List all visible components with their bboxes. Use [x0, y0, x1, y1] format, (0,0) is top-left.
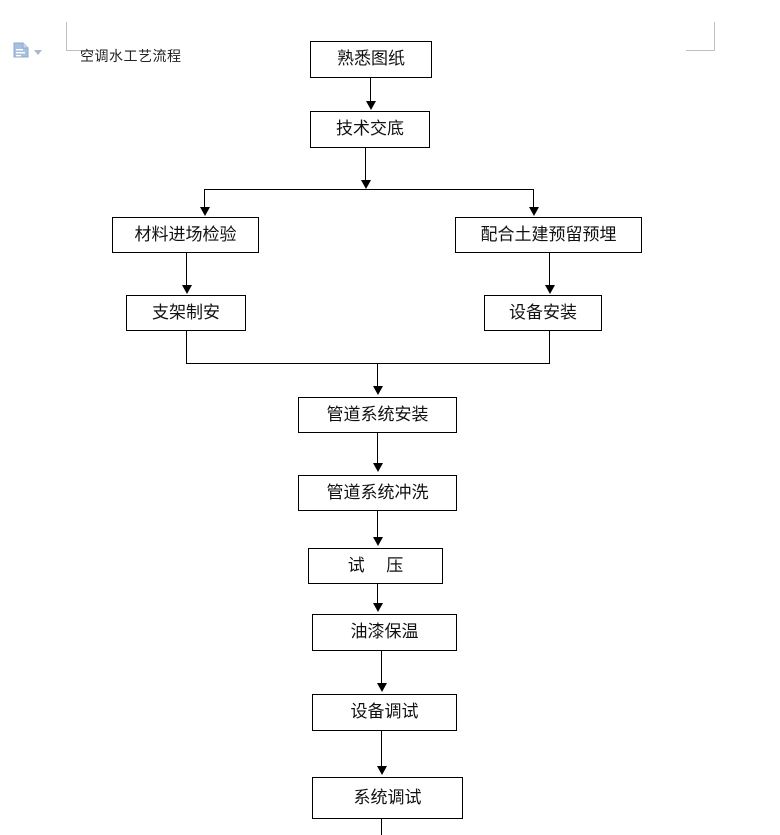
arrowhead-n4-n6: [545, 285, 555, 294]
flow-node-label: 熟悉图纸: [337, 49, 405, 69]
paste-options-caret-icon[interactable]: [34, 50, 42, 55]
page-margin-mark-top-right: [686, 22, 715, 51]
flow-node-label: 材料进场检验: [134, 224, 237, 245]
flow-node-material-entry-inspection[interactable]: 材料进场检验: [112, 217, 259, 253]
connector-n9-n10: [377, 584, 379, 604]
arrowhead-n2-split: [361, 180, 371, 189]
flow-node-technical-briefing[interactable]: 技术交底: [310, 111, 430, 148]
connector-n8-n9: [377, 511, 379, 538]
flow-node-label: 技术交底: [336, 119, 404, 139]
document-title: 空调水工艺流程: [80, 49, 182, 65]
arrowhead-n9-n10: [373, 603, 383, 612]
arrowhead-merge-n7: [373, 386, 383, 395]
connector-n10-n11: [381, 651, 383, 684]
flow-node-equipment-commissioning[interactable]: 设备调试: [312, 694, 457, 731]
flow-node-label: 系统调试: [353, 787, 422, 808]
connector-merge-n7: [377, 363, 379, 387]
flow-node-civil-works-embedding[interactable]: 配合土建预留预埋: [455, 217, 642, 253]
flow-node-familiarize-drawings[interactable]: 熟悉图纸: [310, 41, 432, 78]
flow-node-label: 管道系统冲洗: [326, 482, 429, 503]
connector-n1-n2: [370, 78, 372, 102]
flow-node-pressure-test[interactable]: 试 压: [308, 548, 443, 584]
arrowhead-n1-n2: [366, 101, 376, 110]
flow-node-bracket-fabrication[interactable]: 支架制安: [126, 295, 246, 331]
flow-node-pipe-system-flushing[interactable]: 管道系统冲洗: [298, 475, 457, 511]
split-bar-n2: [204, 189, 534, 191]
connector-n7-n8: [377, 433, 379, 464]
connector-n12-below: [381, 819, 383, 835]
connector-n6-merge: [549, 331, 551, 364]
connector-n4-n6: [549, 253, 551, 286]
connector-split-n3: [204, 189, 206, 208]
arrowhead-n7-n8: [373, 463, 383, 472]
arrowhead-n10-n11: [377, 683, 387, 692]
paste-document-icon[interactable]: [12, 42, 30, 62]
flow-node-system-commissioning[interactable]: 系统调试: [312, 777, 463, 819]
flow-node-paint-insulation[interactable]: 油漆保温: [312, 614, 457, 651]
merge-bar-n7: [186, 363, 550, 365]
flow-node-label: 试 压: [347, 555, 404, 576]
connector-n11-n12: [381, 731, 383, 767]
arrowhead-split-n4: [529, 207, 539, 216]
flow-node-equipment-installation[interactable]: 设备安装: [484, 295, 602, 331]
arrowhead-split-n3: [200, 207, 210, 216]
connector-n5-merge: [186, 331, 188, 364]
flow-node-label: 配合土建预留预埋: [480, 224, 617, 245]
flow-node-label: 油漆保温: [350, 622, 419, 642]
page-margin-mark-top-left: [66, 22, 95, 51]
flow-node-label: 设备调试: [350, 702, 419, 722]
connector-n3-n5: [186, 253, 188, 286]
flow-node-pipe-system-installation[interactable]: 管道系统安装: [298, 397, 457, 433]
flow-node-label: 设备安装: [509, 302, 577, 323]
arrowhead-n11-n12: [377, 766, 387, 775]
arrowhead-n3-n5: [182, 285, 192, 294]
arrowhead-n8-n9: [373, 537, 383, 546]
flow-node-label: 支架制安: [152, 302, 220, 323]
flow-node-label: 管道系统安装: [326, 404, 429, 425]
connector-split-n4: [533, 189, 535, 208]
connector-n2-split: [365, 148, 367, 180]
